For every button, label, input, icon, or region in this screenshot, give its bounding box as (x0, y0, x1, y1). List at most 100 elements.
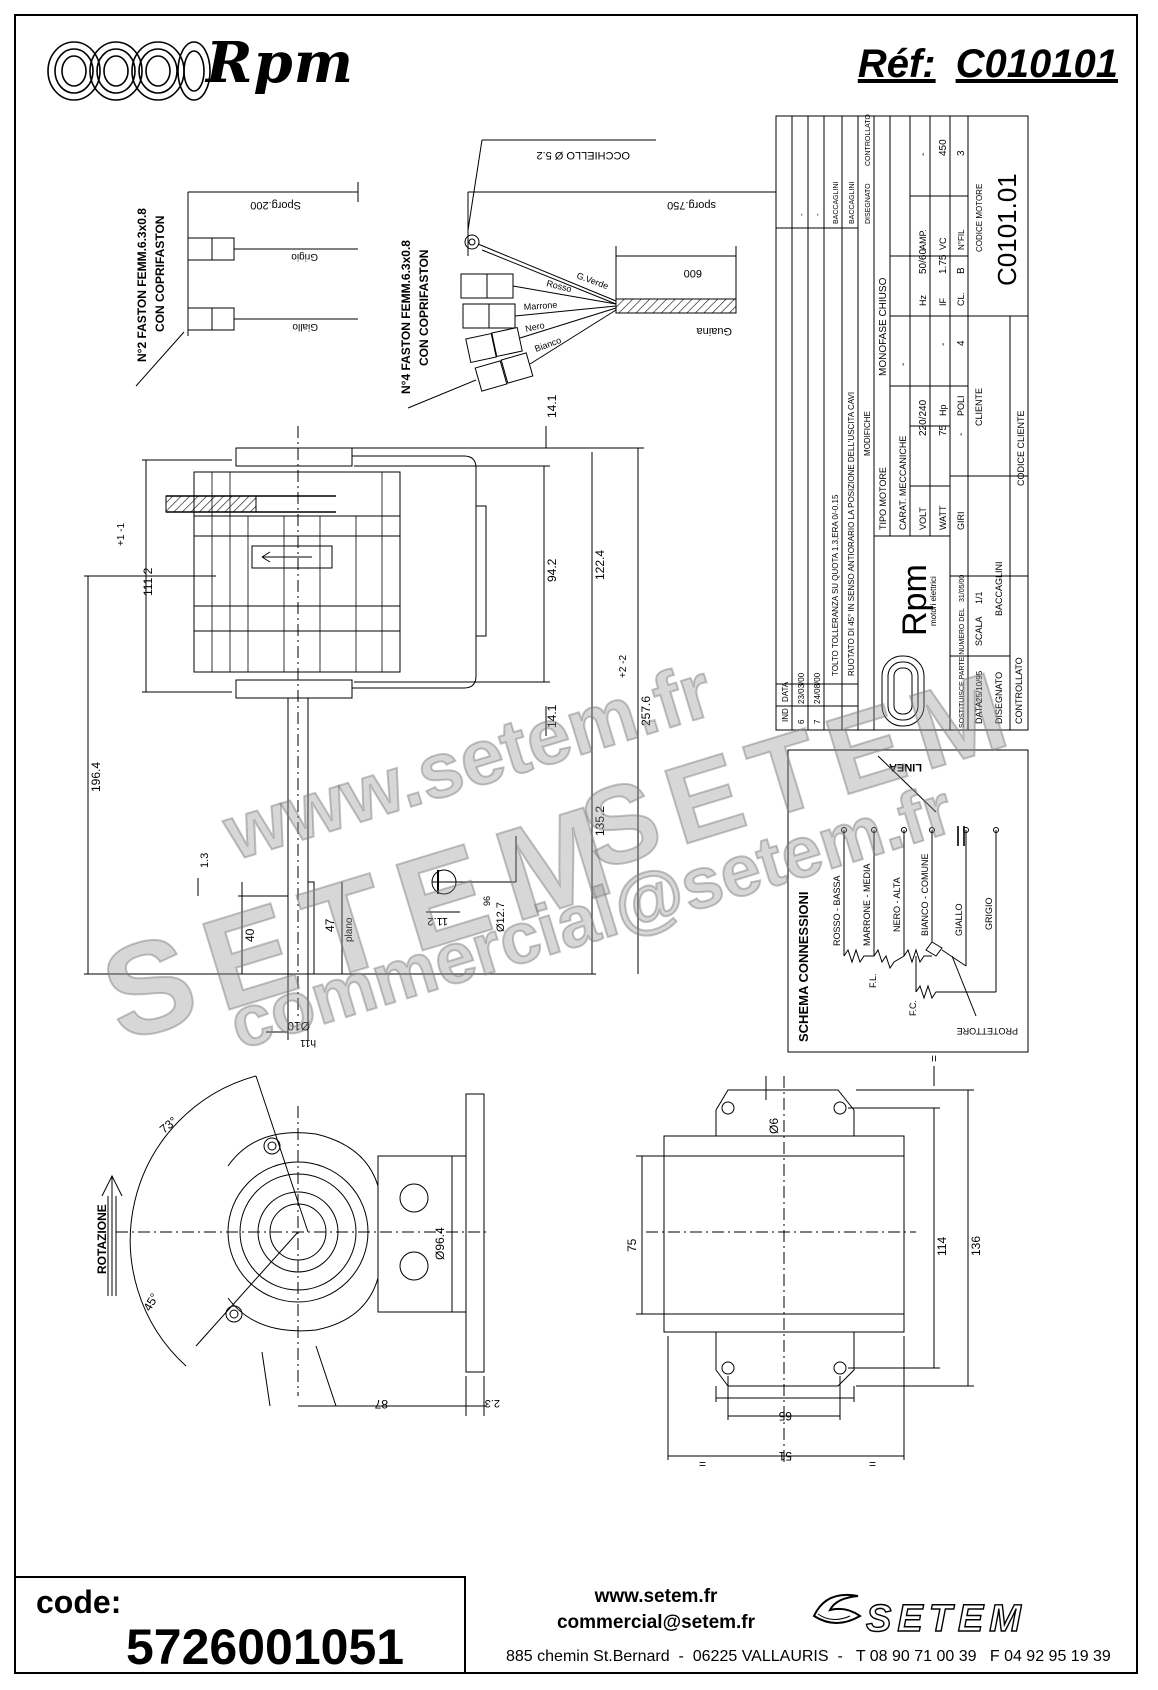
tol-257-6: +2 -2 (618, 654, 629, 678)
nero-wire-label: Nero (524, 320, 545, 334)
schema-connessioni (787, 749, 1029, 1053)
tb-hz: Hz (918, 295, 928, 306)
tb-cliente: CLIENTE (974, 388, 984, 426)
tb-rev6-date: 23/03/00 (797, 672, 806, 704)
dim-75: 75 (625, 1238, 639, 1252)
tb-volt-value: 220/240 (918, 399, 929, 436)
schema-giallo: GIALLO (954, 903, 964, 936)
tb-carat-value: - (898, 363, 909, 366)
bianco-wire-label: Bianco (533, 335, 562, 354)
drawing-sheet: Rpm Réf:C010101 (14, 14, 1138, 1675)
tol-111-2: +1 -1 (116, 522, 127, 546)
tb-disegnato-hdr: DISEGNATO (865, 183, 872, 224)
schema-rosso: ROSSO - BASSA (832, 875, 842, 946)
tb-codice-motore-value: C0101.01 (992, 173, 1022, 286)
tb-poli: POLI (956, 395, 966, 416)
grigio-label: Grigio (291, 251, 318, 262)
schema-bianco: BIANCO - COMUNE (920, 853, 930, 936)
giallo-label: Giallo (292, 321, 318, 332)
linea-label: LINEA (889, 761, 922, 773)
occhiello-label: OCCHIELLO Ø 5.2 (536, 149, 630, 161)
dim-135-2: 135.2 (593, 806, 607, 836)
front-view (101, 1075, 486, 1416)
reference: Réf:C010101 (858, 42, 1118, 87)
bottom-view (636, 1066, 974, 1466)
tb-rev7-by: BACCAGLINI (833, 182, 840, 224)
tb-controllato-hdr: CONTROLLATO (865, 114, 872, 166)
tb-rev6-by: BACCAGLINI (849, 182, 856, 224)
title-block (775, 115, 1029, 731)
tb-watt-value: 75 (938, 424, 949, 436)
dim-111-2: 111.2 (141, 567, 155, 596)
faston4-sub: CON COPRIFASTON (417, 250, 431, 366)
tb-vc-value: 450 (938, 139, 949, 156)
tb-rev7-date: 24/08/00 (813, 672, 822, 704)
tb-giri: GIRI (956, 511, 966, 530)
eq-mark-left: = (699, 1457, 706, 1471)
tb-poli-value: 4 (956, 340, 967, 346)
dim-65: 65 (778, 1409, 792, 1423)
tb-brand-sub: motori elettrici (929, 576, 938, 626)
technical-drawing: N°2 FASTON FEMM.6.3x0.8 CON COPRIFASTON … (84, 114, 1029, 1471)
schema-fl: F.L. (868, 973, 878, 988)
tb-if: IF (938, 297, 948, 306)
angle-45: 45° (140, 1291, 161, 1314)
tb-brand: Rpm (896, 564, 934, 636)
tb-codice-motore: CODICE MOTORE (975, 184, 984, 252)
dim-47: 47 (323, 918, 337, 932)
dim-11-2: 11.2 (427, 915, 448, 927)
tb-dash-2: - (813, 213, 822, 216)
schema-grigio: GRIGIO (984, 897, 994, 930)
dim-96: 96 (482, 896, 492, 906)
tb-dash-1: - (797, 213, 806, 216)
tb-scala: SCALA (974, 616, 984, 646)
ref-label: Réf: (857, 42, 936, 86)
schema-protettore: PROTETTORE (957, 1026, 1018, 1036)
tb-scala-value: 1/1 (974, 591, 984, 604)
schema-fc: F.C. (908, 1000, 918, 1016)
tb-giri-value: - (956, 433, 967, 436)
dim-40: 40 (243, 928, 257, 942)
len600-label: 600 (684, 267, 702, 279)
tb-rev6-text: RUOTATO DI 45° IN SENSO ANTIORARIO LA PO… (847, 392, 856, 676)
rosso-wire-label: Rosso (546, 278, 573, 294)
code-label: code: (36, 1584, 122, 1620)
footer-website[interactable]: www.setem.fr (594, 1586, 718, 1607)
dim-94-2: 94.2 (545, 558, 559, 582)
faston4-label: N°4 FASTON FEMM.6.3x0.8 (399, 240, 413, 394)
rpm-coil-logo (47, 41, 211, 101)
dim-2-3: 2.3 (485, 1397, 500, 1409)
tb-volt: VOLT (918, 507, 928, 530)
footer-address: 885 chemin St.Bernard - 06225 VALLAURIS … (506, 1648, 1111, 1665)
tb-data-label: DATA (974, 701, 984, 724)
dim-d12-7: Ø12.7 (495, 902, 507, 932)
marrone-wire-label: Marrone (523, 300, 557, 312)
tb-amp: AMP. (918, 229, 928, 250)
tb-vc: VC (938, 237, 948, 250)
tb-hp: Hp (938, 404, 948, 416)
eq-mark-right: = (869, 1457, 876, 1471)
piano-label: plano (344, 917, 355, 942)
rotazione-label: ROTAZIONE (95, 1204, 109, 1274)
tb-hp-value: - (938, 343, 949, 346)
dim-257-6: 257.6 (639, 696, 653, 726)
angle-73: 73° (157, 1114, 180, 1137)
dim-d96-4: Ø96.4 (433, 1227, 447, 1260)
faston2-sub: CON COPRIFASTON (153, 216, 167, 332)
tb-rev7-text: TOLTO TOLLERANZA SU QUOTA 1.3,ERA 0/-0.1… (831, 494, 840, 676)
tb-nfil-value: 3 (956, 150, 967, 156)
tb-data-hdr: DATA (781, 681, 790, 702)
side-view (84, 426, 644, 1040)
dim-14-1-bottom: 14.1 (545, 704, 559, 728)
tol-h11: h11 (300, 1037, 316, 1048)
gverde-label: G.Verde (575, 270, 609, 291)
dim-14-1-top: 14.1 (545, 394, 559, 418)
tb-coil-logo (881, 655, 925, 727)
tb-modifiche: MODIFICHE (863, 411, 872, 456)
eq-mark-top: = (927, 1055, 941, 1062)
guaina-label: Guaina (696, 325, 732, 337)
tb-controllato: CONTROLLATO (1014, 657, 1024, 724)
footer-email[interactable]: commercial@setem.fr (556, 1612, 756, 1633)
faston-2-group (135, 182, 359, 387)
dim-d10: Ø10 (287, 1019, 310, 1033)
